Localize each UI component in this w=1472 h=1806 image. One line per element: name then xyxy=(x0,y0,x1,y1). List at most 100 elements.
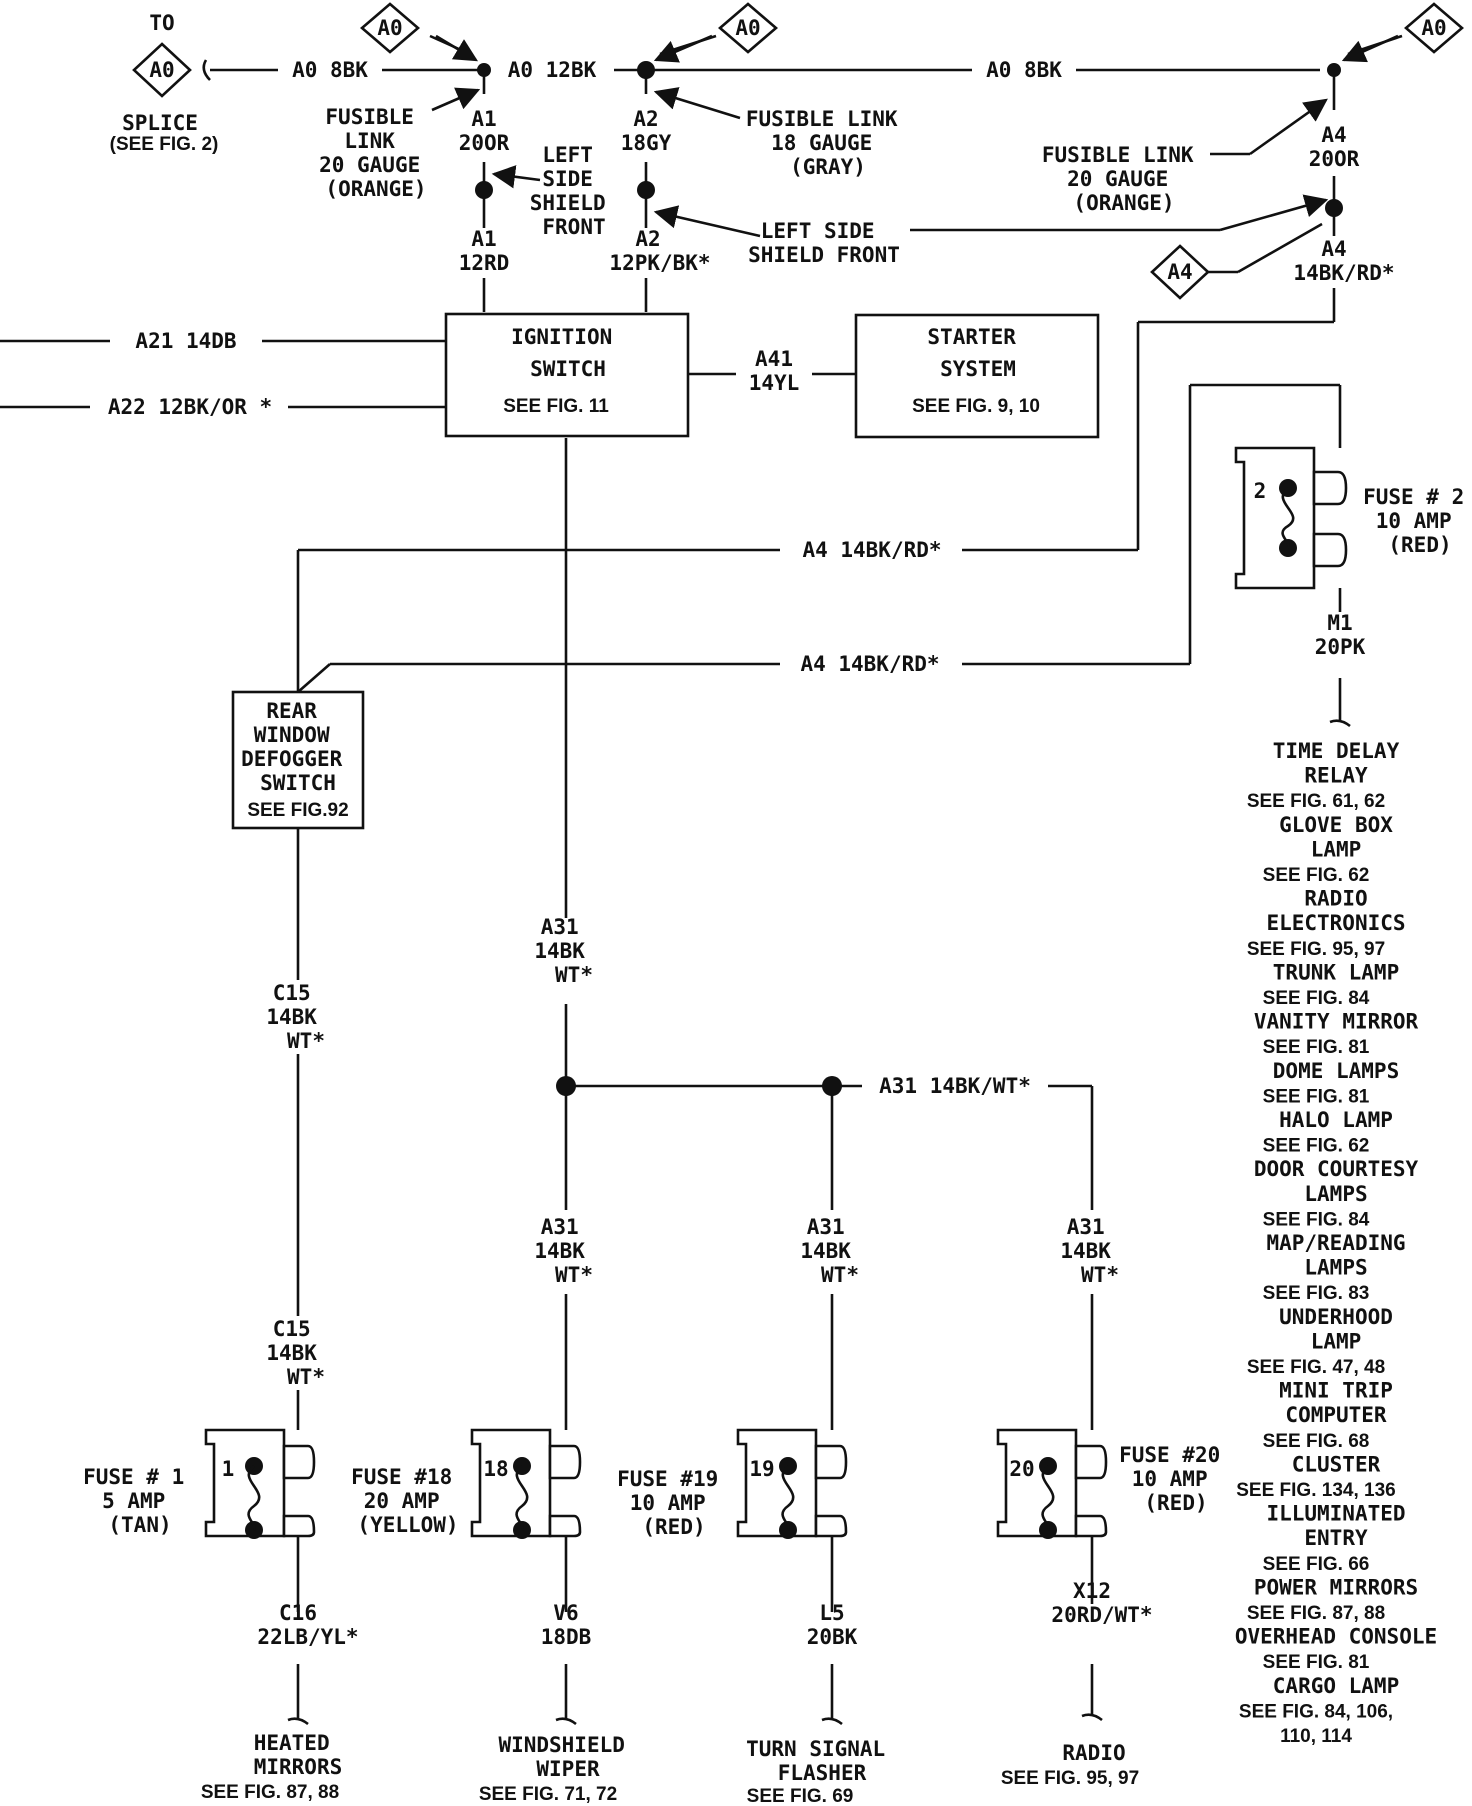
wire-c15-lower: C15 14BK WT* xyxy=(266,1317,329,1389)
m1-circuit-ref: SEE FIG. 81 xyxy=(1263,1086,1370,1107)
shield-note-right: LEFT SIDE SHIELD FRONT xyxy=(748,219,900,267)
m1-circuit-name: LAMP xyxy=(1311,1329,1362,1353)
radio-label: RADIO xyxy=(1062,1741,1125,1765)
svg-text:A4: A4 xyxy=(1167,260,1192,284)
starter-system-ref: SEE FIG. 9, 10 xyxy=(912,396,1040,417)
m1-circuit-name: TRUNK LAMP xyxy=(1273,960,1399,984)
m1-circuit-ref: SEE FIG. 84, 106, xyxy=(1239,1701,1393,1722)
m1-circuit-name: MAP/READING xyxy=(1266,1231,1405,1255)
svg-text:A0: A0 xyxy=(1421,16,1446,40)
m1-circuit-ref: SEE FIG. 47, 48 xyxy=(1247,1357,1385,1378)
fuse-1-label: FUSE # 1 5 AMP (TAN) xyxy=(83,1465,197,1537)
m1-circuit-name: ILLUMINATED xyxy=(1266,1502,1405,1526)
fuse-19 xyxy=(736,1428,848,1539)
defogger-switch-title: REAR WINDOW DEFOGGER SWITCH xyxy=(241,699,355,795)
turn-signal-flasher-ref: SEE FIG. 69 xyxy=(747,1786,854,1806)
wire-label-top-left: A0 8BK xyxy=(292,58,368,82)
shield-note-left: LEFT SIDE SHIELD FRONT xyxy=(530,143,619,239)
m1-circuit-name: DOOR COURTESY xyxy=(1254,1157,1419,1181)
leader-arrows xyxy=(431,34,1399,238)
m1-circuit-name: POWER MIRRORS xyxy=(1254,1575,1418,1599)
fuse-1-number: 1 xyxy=(222,1457,235,1481)
fuse-18-number: 18 xyxy=(483,1457,508,1481)
svg-text:A0: A0 xyxy=(377,16,402,40)
m1-circuit-name: UNDERHOOD xyxy=(1279,1305,1393,1329)
windshield-wiper-ref: SEE FIG. 71, 72 xyxy=(479,1784,617,1805)
fuse-19-number: 19 xyxy=(749,1457,774,1481)
wire-a4-run-2: A4 14BK/RD* xyxy=(800,652,939,676)
m1-circuit-name: VANITY MIRROR xyxy=(1254,1010,1419,1034)
m1-circuit-ref: SEE FIG. 66 xyxy=(1263,1554,1370,1575)
fuse-1 xyxy=(204,1428,316,1539)
ao-connector-a1: A0 xyxy=(360,2,420,54)
wire-a31-fuse20: A31 14BK WT* xyxy=(1060,1215,1123,1287)
fuse-2-number: 2 xyxy=(1254,479,1267,503)
fuse-19-label: FUSE #19 10 AMP (RED) xyxy=(617,1467,731,1539)
m1-circuit-ref: SEE FIG. 134, 136 xyxy=(1236,1480,1395,1501)
m1-circuit-ref: SEE FIG. 61, 62 xyxy=(1247,791,1385,812)
fuse-2 xyxy=(1234,446,1348,590)
splice-ref: (SEE FIG. 2) xyxy=(110,134,219,155)
m1-circuit-name: GLOVE BOX xyxy=(1279,813,1393,837)
fuse-20-number: 20 xyxy=(1009,1457,1034,1481)
turn-signal-flasher-label: TURN SIGNAL FLASHER xyxy=(746,1737,898,1785)
starter-system-title: STARTER SYSTEM xyxy=(927,325,1028,381)
m1-circuit-ref: SEE FIG. 62 xyxy=(1263,865,1370,886)
fusible-link-a4-note: FUSIBLE LINK 20 GAUGE (ORANGE) xyxy=(1042,143,1206,215)
wire-a31-fuse19: A31 14BK WT* xyxy=(800,1215,863,1287)
m1-circuit-name: TIME DELAY xyxy=(1273,739,1400,763)
ignition-switch-title: IGNITION SWITCH xyxy=(511,325,625,381)
splice-label: SPLICE xyxy=(122,111,198,135)
m1-circuit-name: RADIO xyxy=(1304,887,1367,911)
fuse-18 xyxy=(470,1428,582,1539)
ao-connector-a4: A0 xyxy=(1404,2,1464,54)
a4-connector: A4 xyxy=(1150,244,1210,300)
m1-circuit-ref: SEE FIG. 84 xyxy=(1263,1209,1370,1230)
m1-circuit-ref: SEE FIG. 81 xyxy=(1263,1652,1370,1673)
ignition-switch-box xyxy=(444,312,690,438)
m1-circuit-ref: SEE FIG. 81 xyxy=(1263,1037,1370,1058)
m1-circuit-name: ELECTRONICS xyxy=(1266,911,1405,935)
defogger-switch-box xyxy=(231,690,365,830)
m1-circuit-ref: SEE FIG. 62 xyxy=(1263,1136,1370,1157)
heated-mirrors-ref: SEE FIG. 87, 88 xyxy=(201,1782,339,1803)
fusible-link-a1-note: FUSIBLE LINK 20 GAUGE (ORANGE) xyxy=(319,105,433,201)
svg-text:A0: A0 xyxy=(149,58,174,82)
m1-circuit-name: RELAY xyxy=(1304,764,1368,788)
defogger-switch-ref: SEE FIG.92 xyxy=(247,800,348,821)
m1-circuit-ref: 110, 114 xyxy=(1280,1726,1352,1747)
fuse-20-label: FUSE #20 10 AMP (RED) xyxy=(1119,1443,1233,1515)
radio-ref: SEE FIG. 95, 97 xyxy=(1001,1768,1139,1789)
wire-label-top-mid: A0 12BK xyxy=(508,58,597,82)
heated-mirrors-label: HEATED MIRRORS xyxy=(254,1731,343,1779)
svg-text:A0: A0 xyxy=(735,16,760,40)
m1-circuit-name: ENTRY xyxy=(1304,1526,1368,1550)
ao-splice-connector: A0 xyxy=(132,42,192,98)
m1-circuit-name: DOME LAMPS xyxy=(1273,1059,1399,1083)
m1-circuit-name: CARGO LAMP xyxy=(1273,1674,1399,1698)
starter-system-box xyxy=(854,313,1100,439)
ao-connector-a2: A0 xyxy=(718,2,778,54)
m1-circuit-name: CLUSTER xyxy=(1292,1452,1381,1476)
m1-circuit-name: LAMP xyxy=(1311,837,1362,861)
wire-label-top-right: A0 8BK xyxy=(986,58,1062,82)
m1-circuit-ref: SEE FIG. 68 xyxy=(1263,1431,1370,1452)
m1-circuit-ref: SEE FIG. 83 xyxy=(1263,1283,1370,1304)
wire-a22: A22 12BK/OR * xyxy=(108,395,272,419)
m1-circuit-name: HALO LAMP xyxy=(1279,1108,1393,1132)
ignition-switch-ref: SEE FIG. 11 xyxy=(503,396,609,417)
wire-a31-top: A31 14BK WT* xyxy=(534,915,597,987)
